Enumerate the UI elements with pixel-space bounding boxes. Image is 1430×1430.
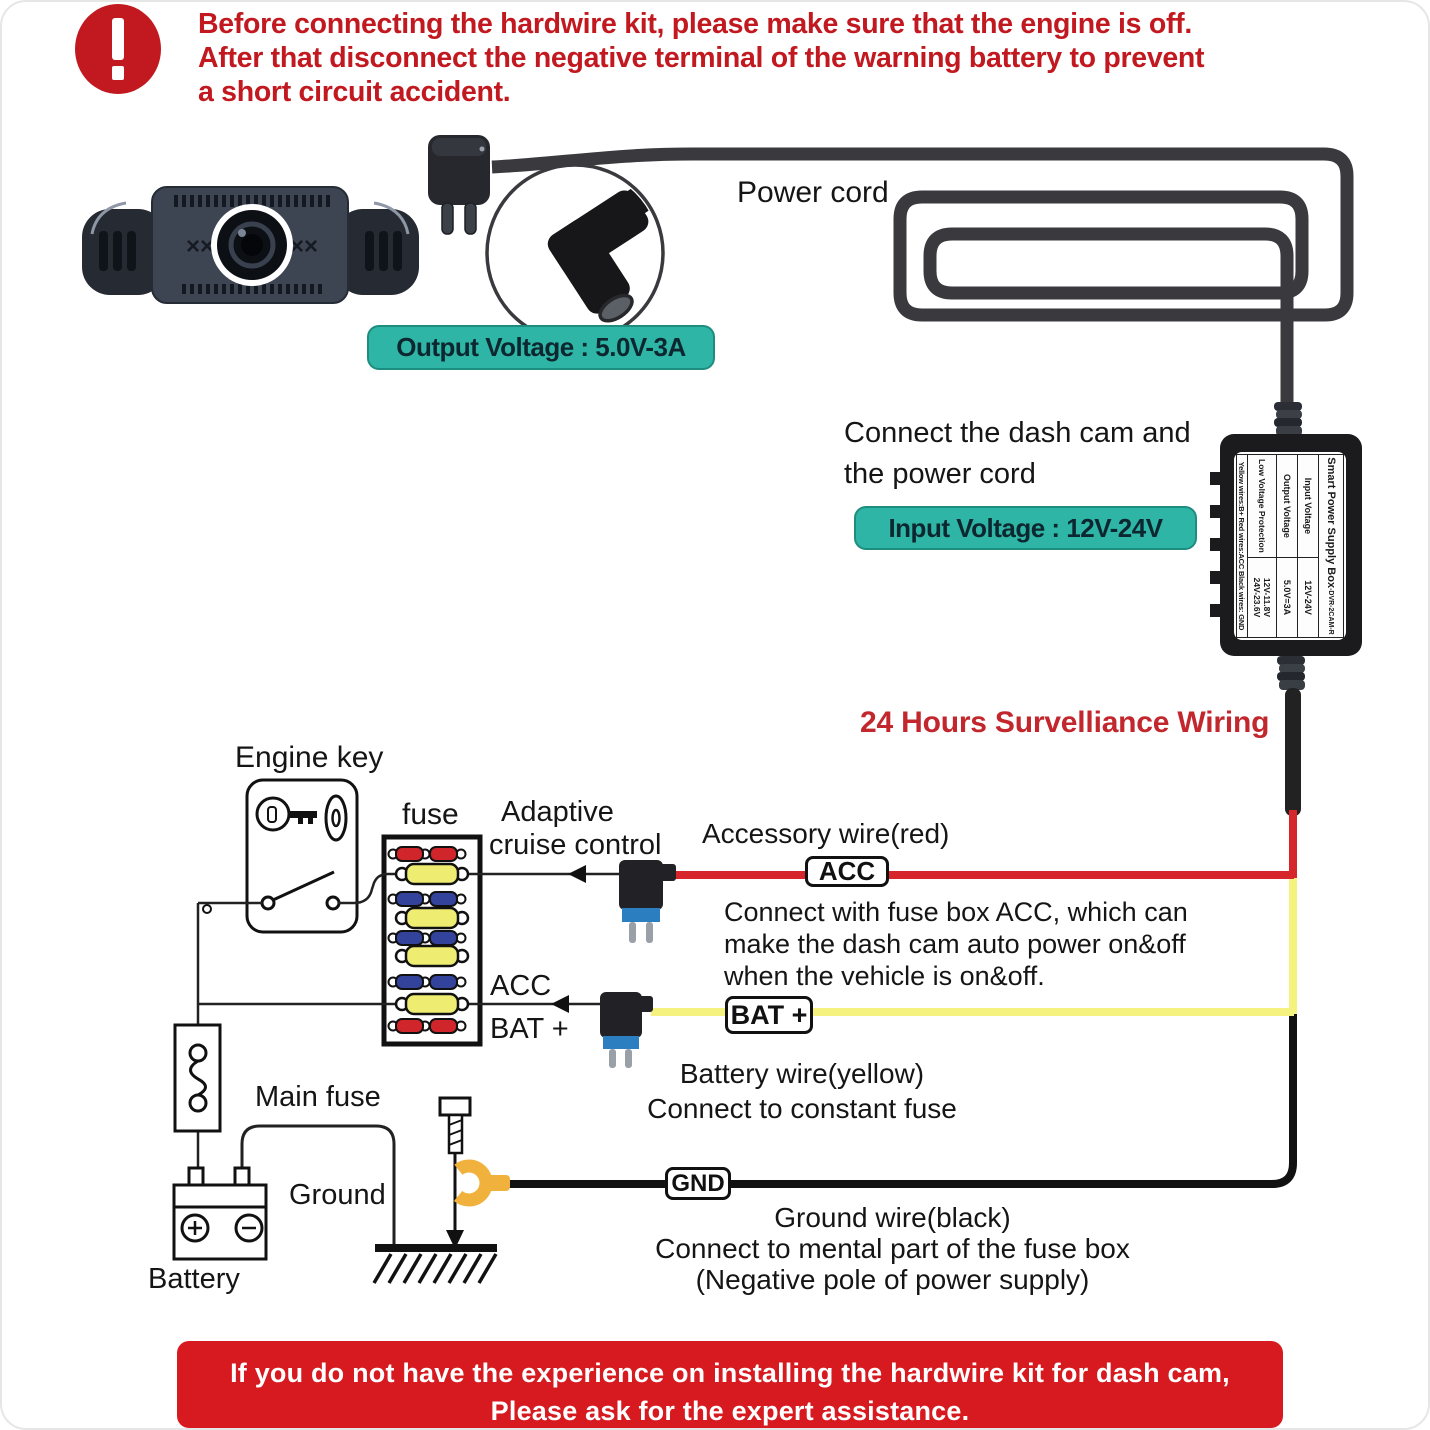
power-cord-label: Power cord [737, 176, 889, 209]
psu-row-input-name: Input Voltage [1298, 455, 1318, 558]
warning-text-line2: After that disconnect the negative termi… [198, 42, 1205, 74]
main-fuse-illustration [173, 1023, 222, 1133]
ground-wire-black [507, 1010, 1297, 1188]
adaptive-line1: Adaptive [501, 796, 614, 828]
connector-zoom-circle [485, 163, 665, 343]
battery-note-line1: Battery wire(yellow) [679, 1058, 925, 1089]
footer-line1: If you do not have the experience on ins… [230, 1358, 1230, 1388]
switch-blade [272, 870, 335, 902]
gnd-wire-tag: GND [665, 1167, 731, 1200]
warning-text-line1: Before connecting the hardwire kit, plea… [198, 8, 1192, 40]
dash-cam-illustration: ×× ×× [82, 186, 419, 304]
fuse-yellow-bat [394, 992, 470, 1016]
wire-junction-dot [202, 904, 212, 914]
battery-note-line2: Connect to constant fuse [647, 1093, 957, 1124]
psu-lowvolt-24v: 24V-23.6V [1252, 577, 1262, 618]
ground-symbol [372, 1244, 498, 1284]
psu-title-text: Smart Power Supply Box [1325, 457, 1337, 589]
fuse-row-red-bottom [387, 1018, 467, 1034]
fuse-row-blue [387, 930, 467, 946]
fuse-row-blue [387, 891, 467, 907]
input-voltage-badge: Input Voltage : 12V-24V [854, 506, 1197, 550]
battery-wire-yellow [651, 1008, 1294, 1016]
ground-screw-icon [438, 1096, 472, 1155]
warning-text-line3: a short circuit accident. [198, 76, 511, 108]
acc-row-label: ACC [490, 970, 552, 1002]
fuse-tap-acc [619, 860, 676, 943]
fuse-tap-bat [600, 992, 653, 1068]
adaptive-cruise-label: Adaptive cruise control [489, 796, 661, 862]
camera-deco-right: ×× [290, 233, 318, 260]
psu-lowvolt-12v: 12V-11.8V [1262, 577, 1272, 618]
power-cord-cable [491, 147, 1354, 406]
cable-strain-relief-top [1274, 402, 1302, 436]
ground-note-line1: Ground wire(black) [774, 1202, 1011, 1233]
footer-line2: Please ask for the expert assistance. [490, 1396, 970, 1426]
psu-row-output-name: Output Voltage [1277, 455, 1297, 558]
bat-row-label: BAT + [490, 1013, 569, 1045]
acc-note-line2: make the dash cam auto power on&off [724, 929, 1186, 959]
acc-note-line3: when the vehicle is on&off. [724, 961, 1045, 991]
adaptive-line2: cruise control [489, 829, 662, 861]
accessory-wire-red [674, 871, 1294, 879]
ground-label: Ground [289, 1179, 386, 1211]
psu-row-lowvolt-name: Low Voltage Protection [1248, 455, 1276, 558]
fuse-yellow [394, 944, 470, 968]
cable-strain-relief-bottom [1277, 656, 1305, 690]
fuse-row-red-top [387, 846, 467, 862]
fuse-row-blue [387, 974, 467, 990]
engine-key-illustration [245, 778, 359, 934]
connect-note-line2: the power cord [844, 458, 1036, 490]
psu-row-lowvolt: Low Voltage Protection 12V-11.8V 24V-23.… [1247, 455, 1276, 637]
section-title-24h: 24 Hours Survelliance Wiring [860, 706, 1270, 739]
psu-row-input: Input Voltage 12V-24V [1297, 455, 1318, 637]
psu-row-output: Output Voltage 5.0V=3A [1276, 455, 1297, 637]
circuit-wires [196, 901, 396, 1245]
exclamation-bar [112, 18, 124, 60]
accessory-wire-label: Accessory wire(red) [702, 818, 950, 849]
bat-wire-tag: BAT + [725, 996, 813, 1034]
ground-note-line2: Connect to mental part of the fuse box [655, 1233, 1130, 1264]
camera-lens-icon [211, 204, 293, 286]
usb-connector-icon [428, 135, 490, 235]
psu-label: Smart Power Supply Box-DVR-2CAM-R Input … [1234, 452, 1346, 640]
warning-icon [75, 4, 161, 94]
ground-note-line3: (Negative pole of power supply) [695, 1264, 1090, 1295]
engine-key-label: Engine key [235, 741, 384, 774]
psu-wires-note: Yellow wires:B+ Red wires:ACC Black wire… [1237, 461, 1247, 631]
psu-label-background [1234, 452, 1346, 640]
connect-note-line1: Connect the dash cam and [844, 417, 1191, 449]
arrow-left-icon [551, 995, 569, 1013]
psu-row-lowvolt-value: 12V-11.8V 24V-23.6V [1248, 558, 1276, 637]
acc-wire-tag: ACC [805, 856, 889, 887]
arrow-down-icon [446, 1230, 464, 1249]
footer-warning-banner: If you do not have the experience on ins… [177, 1341, 1283, 1428]
acc-fuse-wire [338, 872, 619, 905]
connect-note: Connect the dash cam and the power cord [844, 413, 1191, 495]
accessory-wire-vertical [1289, 810, 1297, 878]
fuse-label: fuse [402, 798, 459, 831]
acc-note: Connect with fuse box ACC, which can mak… [724, 896, 1188, 992]
acc-note-line1: Connect with fuse box ACC, which can [724, 897, 1188, 927]
fuse-yellow-acc [394, 862, 470, 886]
psu-row-output-value: 5.0V=3A [1282, 579, 1292, 616]
exclamation-dot [112, 66, 124, 80]
output-voltage-badge: Output Voltage : 5.0V-3A [367, 325, 715, 370]
battery-label: Battery [148, 1263, 240, 1295]
spade-terminal-icon [445, 1159, 510, 1207]
arrow-left-icon [568, 865, 586, 883]
output-cable [1285, 688, 1301, 816]
psu-row-input-value: 12V-24V [1303, 580, 1313, 615]
fuse-yellow [394, 906, 470, 930]
battery-wire-note: Battery wire(yellow) Connect to constant… [617, 1056, 987, 1126]
psu-label-title: Smart Power Supply Box-DVR-2CAM-R [1318, 455, 1343, 637]
psu-model-text: -DVR-2CAM-R [1327, 588, 1335, 635]
battery-wire-vertical [1289, 876, 1297, 1014]
main-fuse-label: Main fuse [255, 1081, 381, 1113]
battery-illustration [172, 1166, 268, 1261]
camera-deco-left: ×× [186, 233, 214, 260]
ground-wire-note: Ground wire(black) Connect to mental par… [600, 1202, 1185, 1295]
